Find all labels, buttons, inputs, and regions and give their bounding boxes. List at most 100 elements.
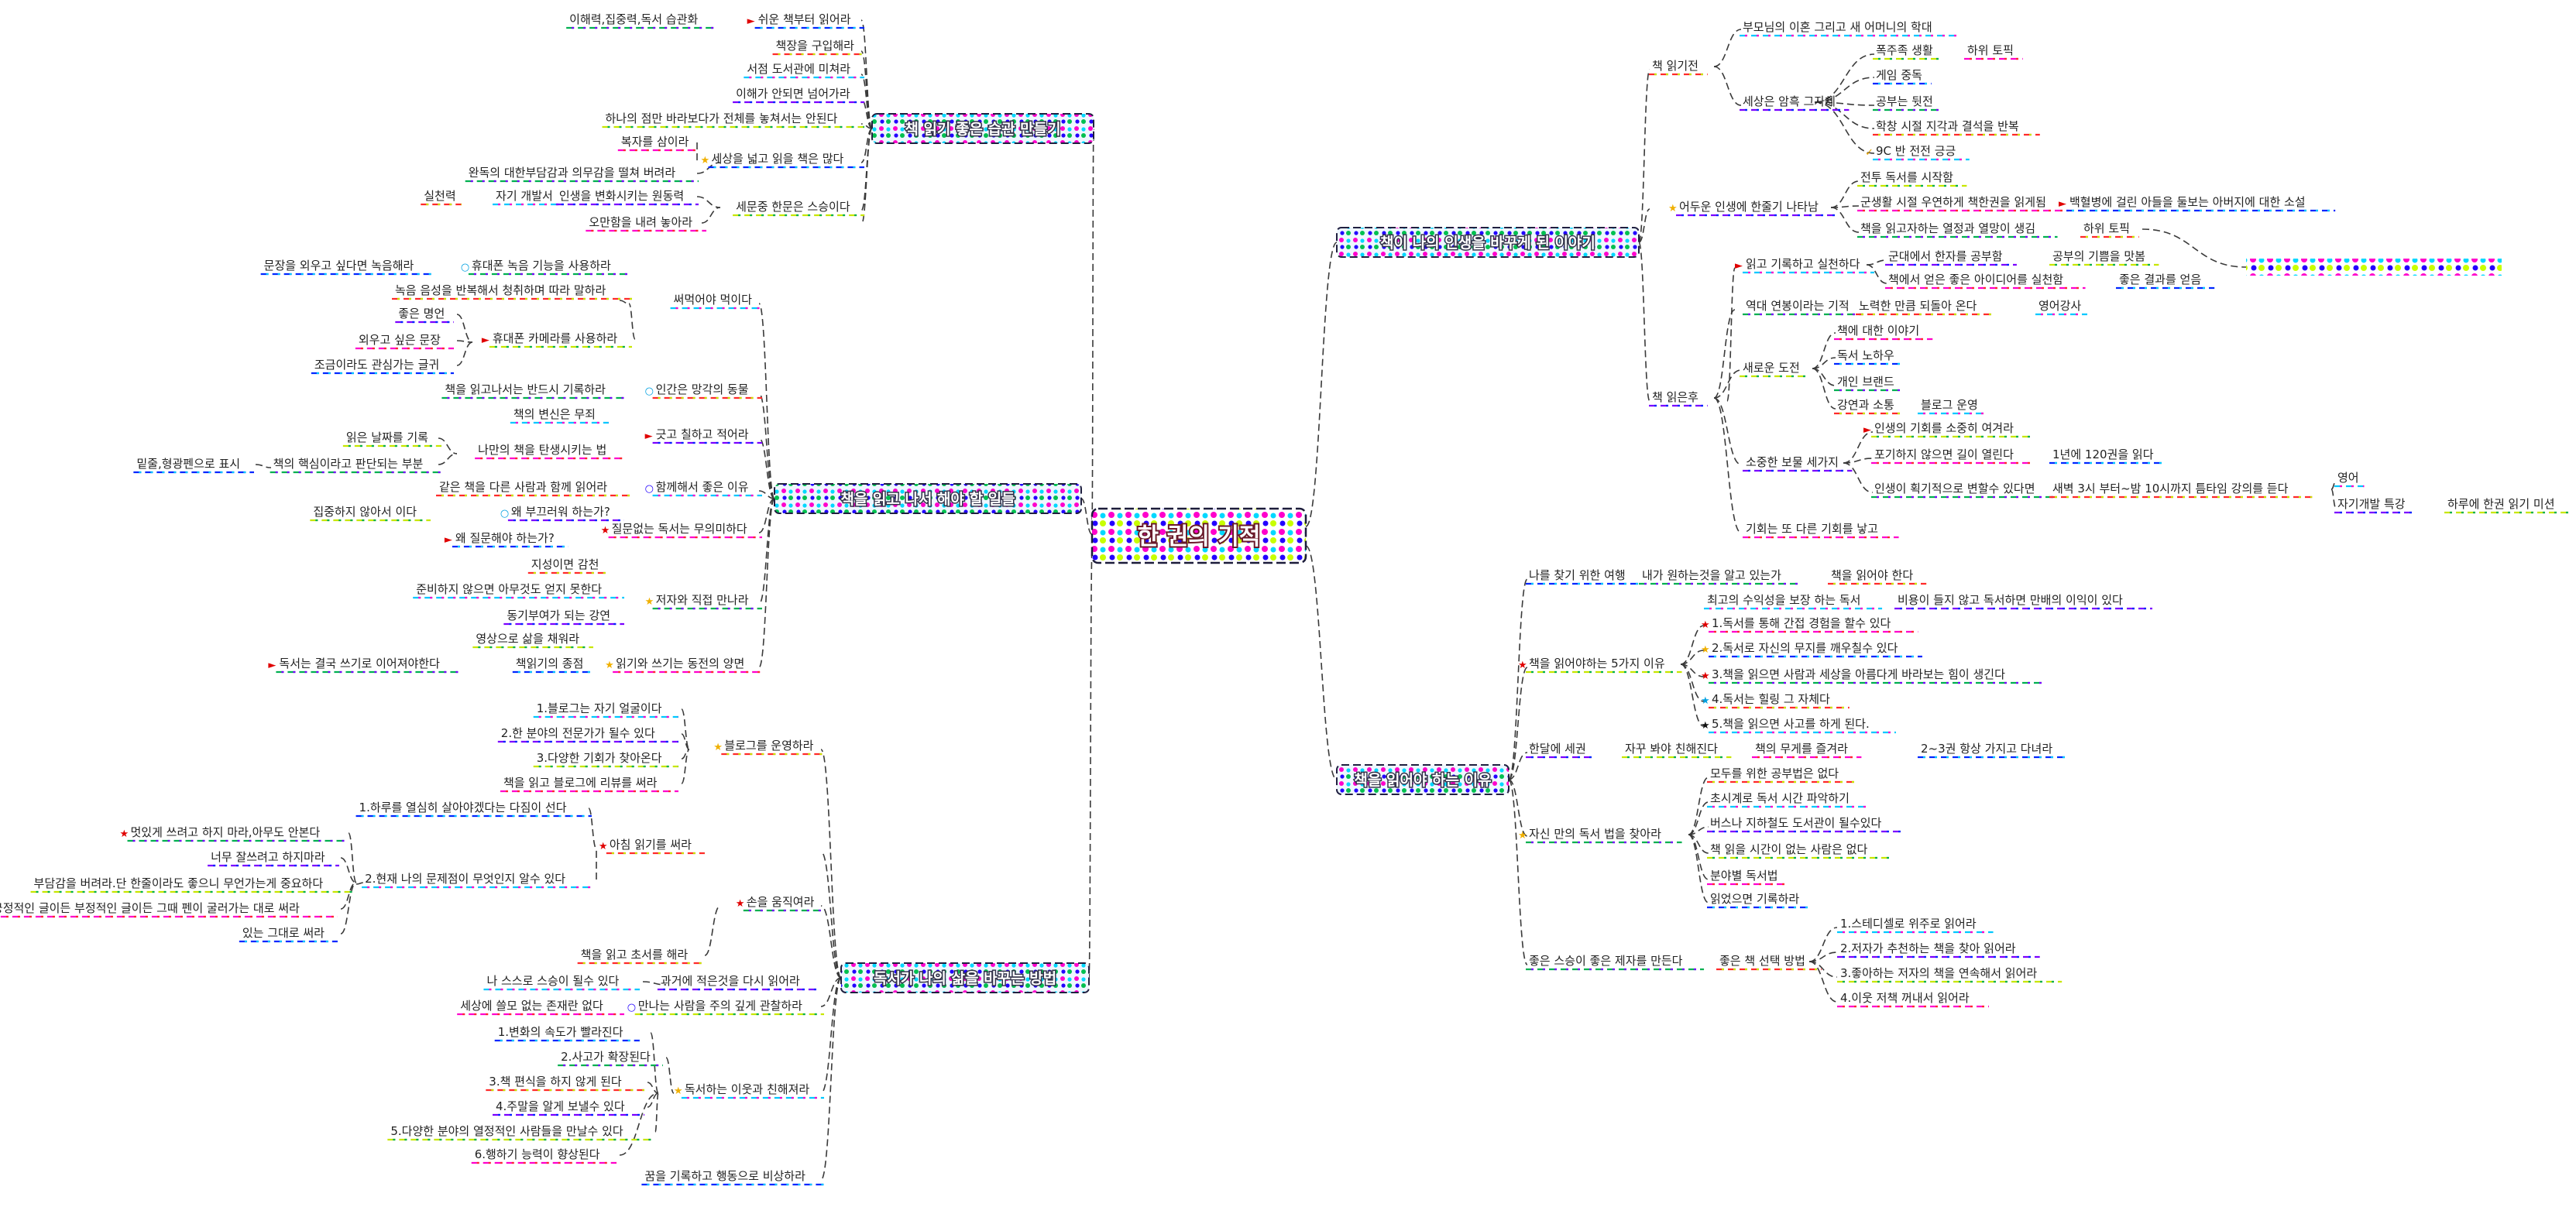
node-br-teacher2[interactable]: 좋은 스승이 좋은 제자를 만든다 — [1526, 954, 1705, 971]
node-tl-human[interactable]: 인생을 변화시키는 원동력 — [555, 189, 699, 206]
node-bl-f6[interactable]: 6.행하기 능력이 향상된다 — [471, 1147, 617, 1164]
node-tr-ninth[interactable]: 9C 반 전전 긍긍✓ — [1865, 144, 1970, 161]
node-br-s3[interactable]: 3.좋아하는 저자의 책을 연속해서 읽어라 — [1837, 966, 2063, 983]
node-bl-n1a[interactable]: 멋있게 쓰려고 하지 마라,아무도 안본다★ — [120, 825, 346, 842]
node-tr-year[interactable]: 1년에 120권을 읽다 — [2049, 447, 2164, 465]
node-tr-result[interactable]: 좋은 결과를 얻음 — [2116, 273, 2215, 290]
node-tr-story[interactable]: 책에 대한 이야기 — [1834, 324, 1933, 341]
node-ml-together[interactable]: 함께해서 좋은 이유○ — [645, 480, 762, 497]
node-br-early[interactable]: 초시계로 독서 시간 파악하기 — [1707, 791, 1868, 808]
node-bl-f2[interactable]: 2.사고가 확장된다 — [558, 1050, 663, 1067]
node-ml-mark[interactable]: 밑줄,형광펜으로 표시 — [133, 457, 254, 474]
branch-ml[interactable]: 책을 읽고 나서 해야 할 일들 — [774, 483, 1082, 514]
node-tr-parents[interactable]: 부모님의 이혼 그리고 새 어머니의 학대 — [1740, 20, 1958, 37]
node-tr-record[interactable]: 읽고 기록하고 실천하다► — [1735, 257, 1874, 274]
node-tr-late[interactable]: 학창 시절 지각과 결석을 반복 — [1873, 119, 2040, 136]
node-br-notime[interactable]: 책 읽을 시간이 없는 사람은 없다 — [1707, 842, 1892, 859]
node-ml-why_share[interactable]: 왜 부끄러워 하는가?○ — [500, 505, 624, 522]
node-tr-dawn[interactable]: 새벽 3시 부터~밤 10시까지 틈타임 강의를 듣다 — [2049, 482, 2313, 499]
node-tr-daily[interactable]: 하루에 한권 읽기 미션 — [2444, 497, 2572, 514]
node-ml-same[interactable]: 같은 책을 다른 사람과 함께 읽어라 — [436, 480, 632, 497]
node-tl-understand[interactable]: 이해가 안되면 넘어가라 — [733, 87, 864, 104]
node-tr-taste[interactable]: 공부의 기쁨을 맛봄 — [2049, 249, 2159, 266]
node-br-invest[interactable]: 한달에 세권 — [1526, 742, 1595, 759]
node-bl-n2c[interactable]: 긍정적인 글이든 부정적인 글이든 그때 펜이 굴러가는 대로 써라 — [0, 901, 338, 918]
node-ml-why_q[interactable]: 왜 질문해야 하는가?► — [445, 531, 568, 548]
node-tr-before[interactable]: 책 읽기전 — [1649, 59, 1708, 76]
node-bl-h1[interactable]: 책을 읽고 초서를 해라 — [577, 948, 705, 965]
node-ml-insight[interactable]: 지성이면 감천 — [527, 557, 609, 574]
node-tr-passion[interactable]: 책을 읽고자하는 열정과 열망이 생김 — [1857, 221, 2058, 238]
node-bl-b4[interactable]: 책을 읽고 블로그에 리뷰를 써라 — [500, 776, 678, 793]
node-ml-interest[interactable]: 조금이라도 관심가는 글귀 — [311, 358, 454, 375]
node-ml-phone_rec[interactable]: 휴대폰 녹음 기능을 사용하라○ — [461, 259, 629, 276]
branch-tl[interactable]: 책 읽기 좋은 습관 만들기 — [871, 113, 1094, 144]
node-ml-output[interactable]: 독서는 결국 쓰기로 이어져야한다► — [268, 657, 459, 674]
node-tl-complete[interactable]: 완독의 대한부담감과 의무감을 떨쳐 버려라 — [465, 166, 699, 183]
node-br-bus[interactable]: 버스나 지하철도 도서관이 될수있다 — [1707, 816, 1901, 833]
node-bl-c1[interactable]: 세상에 쓸모 없는 존재란 없다 — [457, 999, 624, 1016]
node-tr-knowhow[interactable]: 독서 노하우 — [1834, 348, 1904, 365]
node-br-carry[interactable]: 2~3권 항상 가지고 다녀라 — [1918, 742, 2066, 759]
node-ml-clean[interactable]: 책의 변신은 무죄 — [510, 407, 609, 424]
node-br-cost[interactable]: 비용이 들지 않고 독서하면 만배의 이익이 있다 — [1894, 593, 2152, 610]
node-ml-voice[interactable]: 녹음 음성을 반복해서 청취하며 따라 말하라 — [392, 283, 632, 300]
node-tl-selfdev[interactable]: 자기 개발서 — [493, 189, 562, 206]
node-bl-f1[interactable]: 1.변화의 속도가 빨라진다 — [494, 1025, 640, 1042]
branch-br[interactable]: 책을 읽어야 하는 이유 — [1336, 764, 1510, 795]
node-br-weight[interactable]: 책의 무게를 즐겨라 — [1752, 742, 1862, 759]
node-tr-giveup[interactable]: 포기하지 않으면 길이 열린다 — [1871, 447, 2032, 465]
node-br-r3[interactable]: 3.책을 읽으면 사람과 세상을 아름다게 바라보는 힘이 생긴다★ — [1701, 667, 2042, 684]
node-ml-shelf[interactable]: 책읽기의 종점 — [512, 657, 593, 674]
node-ml-memo[interactable]: 문장을 외우고 싶다면 녹음해라 — [260, 259, 432, 276]
node-br-r2[interactable]: 2.독서로 자신의 무지를 깨우칠수 있다★ — [1701, 641, 1922, 658]
node-tr-english[interactable]: 영어 — [2334, 471, 2365, 488]
node-br-mine[interactable]: 자신 만의 독서 법을 찾아라★ — [1518, 827, 1682, 844]
node-bl-friends[interactable]: 독서하는 이웃과 친해져라★ — [674, 1082, 824, 1099]
node-tl-practice[interactable]: 실천력 — [421, 189, 462, 206]
node-bl-dream[interactable]: 꿈을 기록하고 행동으로 비상하라 — [641, 1169, 824, 1186]
node-tr-low2[interactable]: 하위 토픽 — [2080, 221, 2139, 238]
node-br-write[interactable]: 읽었으면 기록하라 — [1707, 892, 1810, 909]
node-tr-world[interactable]: 세상은 암흑 그자체 — [1740, 94, 1850, 111]
node-bl-careful[interactable]: 만나는 사람을 주의 깊게 관찰하라○ — [627, 999, 824, 1016]
node-bl-f5[interactable]: 5.다양한 분야의 열정적인 사람들을 만날수 있다 — [387, 1124, 652, 1141]
node-ml-draw[interactable]: 긋고 칠하고 적어라► — [645, 427, 762, 444]
node-br-r4[interactable]: 4.독서는 힐링 그 자체다★ — [1701, 692, 1850, 709]
node-tr-blog[interactable]: 블로그 운영 — [1918, 398, 1987, 415]
node-tr-runaway[interactable]: 폭주족 생활 — [1873, 43, 1942, 60]
node-tr-self[interactable]: 자기개발 특강 — [2334, 497, 2416, 514]
node-ml-video[interactable]: 영상으로 삶을 채워라 — [472, 632, 593, 649]
node-tr-brand[interactable]: 개인 브랜드 — [1834, 375, 1904, 392]
node-ml-must_write[interactable]: 써먹어야 먹이다 — [670, 293, 762, 310]
node-ml-meet[interactable]: 저자와 직접 만나라★ — [645, 593, 762, 610]
node-tl-whole[interactable]: 하나의 점만 바라보다가 전체를 놓쳐서는 안된다 — [602, 111, 865, 129]
node-br-s2[interactable]: 2.저자가 추천하는 책을 찾아 읽어라 — [1837, 941, 2040, 958]
node-tr-miracle[interactable]: 역대 연봉이라는 기적 — [1743, 299, 1863, 316]
branch-bl[interactable]: 독서가 나의 삶을 바꾸는 방법 — [840, 962, 1090, 993]
node-bl-hand[interactable]: 손을 움직여라★ — [736, 895, 824, 912]
node-ml-question[interactable]: 질문없는 독서는 무의미하다★ — [601, 522, 762, 539]
node-tr-life_light[interactable]: 어두운 인생에 한줄기 나타남★ — [1668, 200, 1837, 217]
node-bl-h2[interactable]: 나 스스로 스승이 될수 있다 — [483, 974, 640, 991]
node-ml-focus[interactable]: 집중하지 않아서 이다 — [310, 505, 431, 522]
node-bl-f4[interactable]: 4.주말을 알게 보낼수 있다 — [493, 1099, 644, 1116]
node-tl-pride[interactable]: 오만함을 내려 놓아라 — [586, 215, 706, 232]
node-ml-both[interactable]: 읽기와 쓰기는 동전의 양면★ — [605, 657, 762, 674]
node-tr-effort[interactable]: 노력한 만큼 되돌아 온다 — [1856, 299, 1994, 316]
node-tr-idea[interactable]: 책에서 얻은 좋은 아이디어를 실천함 — [1885, 273, 2086, 290]
node-ml-mybook[interactable]: 나만의 책을 탄생시키는 법 — [475, 443, 624, 460]
node-bl-n2b[interactable]: 부담감을 버려라.단 한줄이라도 좋으니 무언가는게 중요하다 — [30, 876, 355, 893]
root-topic[interactable]: 한 권의 기적 — [1091, 507, 1307, 564]
node-bl-night[interactable]: 아침 읽기를 써라★ — [599, 838, 705, 855]
node-br-dream[interactable]: 나를 찾기 위한 여행 — [1526, 568, 1643, 585]
node-br-s1[interactable]: 1.스테디셀로 위주로 읽어라 — [1837, 917, 1994, 934]
node-tr-lecture[interactable]: 강연과 소통 — [1834, 398, 1904, 415]
node-bl-b2[interactable]: 2.한 분야의 전문가가 될수 있다 — [497, 726, 678, 743]
node-ml-cam[interactable]: 휴대폰 카메라를 사용하라► — [482, 331, 632, 348]
branch-tr[interactable]: 책이 나의 인생을 바꾸게 된 이야기 — [1336, 227, 1640, 258]
node-ml-date[interactable]: 읽은 날짜를 기록 — [342, 430, 441, 447]
node-tr-hanja[interactable]: 군대에서 한자를 공부함 — [1885, 249, 2017, 266]
node-tr-game[interactable]: 게임 중독 — [1873, 68, 1932, 85]
node-tl-hook[interactable]: 세문중 한문은 스승이다 — [733, 200, 864, 217]
